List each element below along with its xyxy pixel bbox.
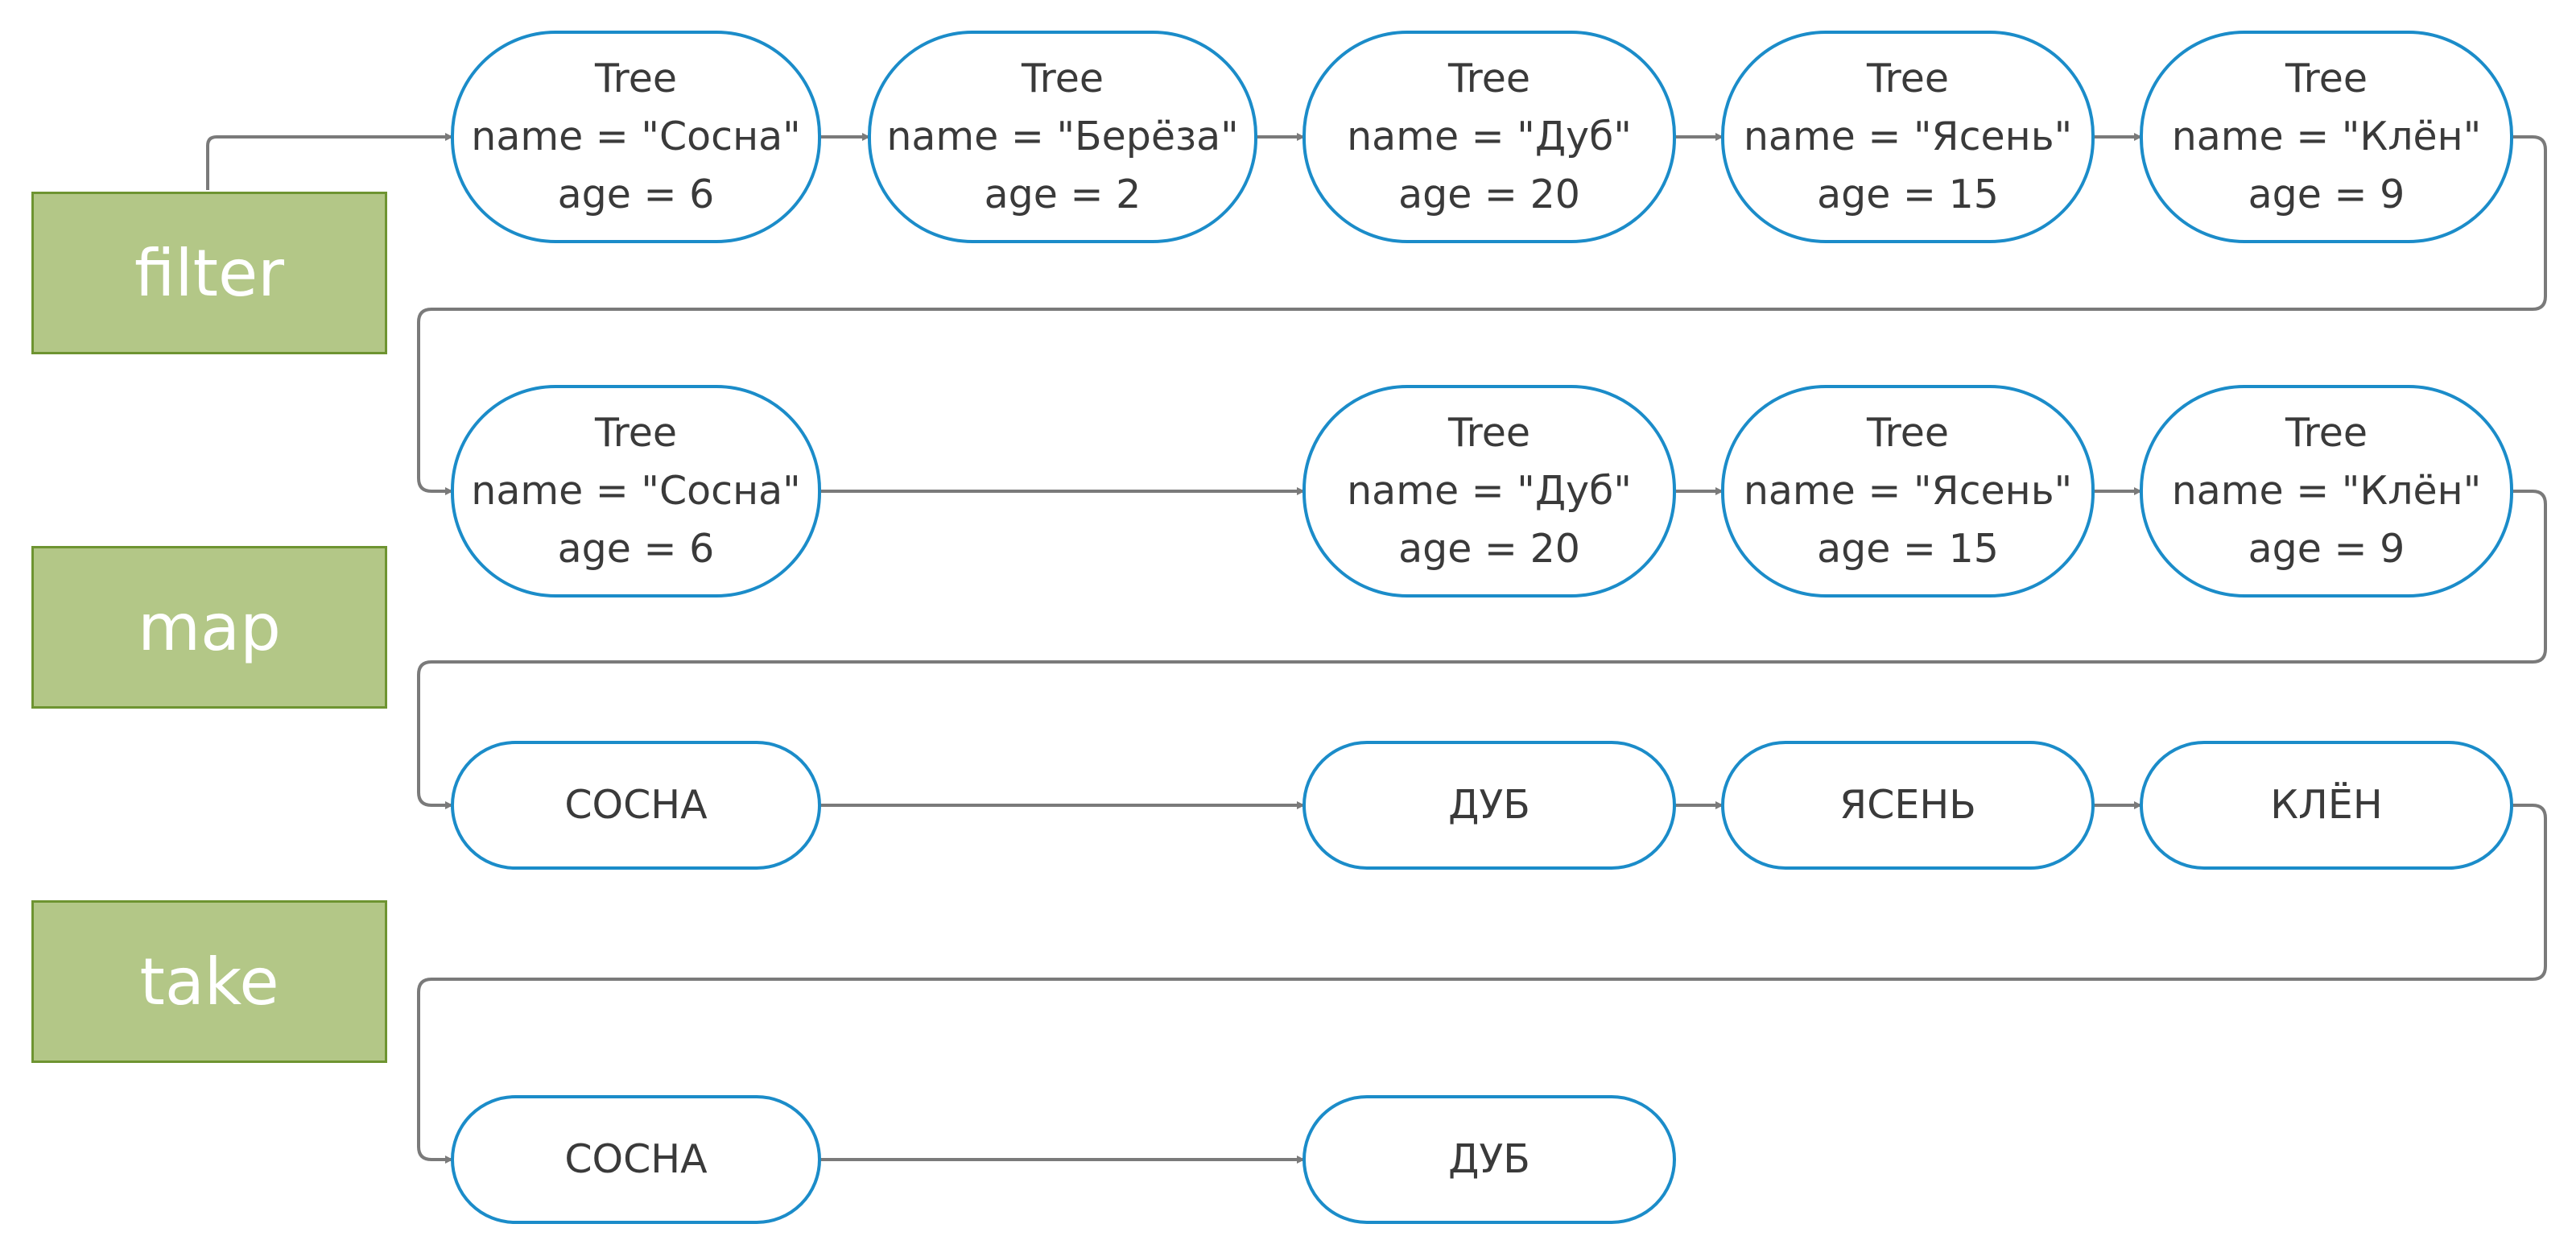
node-type: Tree [1447,56,1531,101]
connector-filter-to-source [206,133,453,190]
node-name: name = "Дуб" [1347,114,1632,159]
node-type: Tree [1447,410,1531,456]
node-type: Tree [594,56,678,101]
source-node: Tree name = "Ясень" age = 15 [1721,31,2095,243]
source-node: Tree name = "Дуб" age = 20 [1302,31,1676,243]
taken-node: СОСНА [451,1095,821,1224]
node-name: name = "Берёза" [886,114,1239,159]
node-type: Tree [1021,56,1104,101]
source-node: Tree name = "Сосна" age = 6 [451,31,821,243]
node-type: Tree [594,410,678,456]
node-age: age = 2 [984,172,1141,217]
node-name: name = "Сосна" [471,114,801,159]
node-label: ЯСЕНЬ [1839,782,1976,828]
node-name: name = "Сосна" [471,468,801,514]
take-operation: take [31,900,387,1063]
node-type: Tree [1866,410,1950,456]
node-age: age = 9 [2248,172,2405,217]
node-name: name = "Клён" [2171,468,2482,514]
map-operation-label: map [138,589,281,665]
node-name: name = "Дуб" [1347,468,1632,514]
node-type: Tree [1866,56,1950,101]
node-age: age = 20 [1398,172,1580,217]
node-age: age = 9 [2248,526,2405,572]
node-label: ДУБ [1448,1136,1530,1182]
node-name: name = "Клён" [2171,114,2482,159]
node-label: ДУБ [1448,782,1530,828]
filter-operation-label: filter [134,235,285,311]
connector-wrap-filter [417,135,2547,495]
filtered-node: Tree name = "Дуб" age = 20 [1302,385,1676,597]
take-operation-label: take [139,944,279,1019]
connector-wrap-take [417,804,2547,1164]
node-type: Tree [2285,410,2368,456]
node-age: age = 15 [1817,526,1999,572]
mapped-node: ДУБ [1302,741,1676,870]
node-name: name = "Ясень" [1743,114,2073,159]
source-node: Tree name = "Берёза" age = 2 [868,31,1257,243]
filtered-node: Tree name = "Ясень" age = 15 [1721,385,2095,597]
connector-wrap-map [417,490,2547,809]
node-type: Tree [2285,56,2368,101]
node-label: СОСНА [564,782,708,828]
filtered-node: Tree name = "Клён" age = 9 [2140,385,2513,597]
source-node: Tree name = "Клён" age = 9 [2140,31,2513,243]
taken-node: ДУБ [1302,1095,1676,1224]
mapped-node: СОСНА [451,741,821,870]
node-age: age = 20 [1398,526,1580,572]
node-age: age = 15 [1817,172,1999,217]
node-age: age = 6 [557,172,715,217]
node-label: СОСНА [564,1136,708,1182]
filtered-node: Tree name = "Сосна" age = 6 [451,385,821,597]
mapped-node: ЯСЕНЬ [1721,741,2095,870]
mapped-node: КЛЁН [2140,741,2513,870]
filter-operation: filter [31,192,387,354]
node-name: name = "Ясень" [1743,468,2073,514]
map-operation: map [31,546,387,709]
node-label: КЛЁН [2270,782,2383,828]
node-age: age = 6 [557,526,715,572]
